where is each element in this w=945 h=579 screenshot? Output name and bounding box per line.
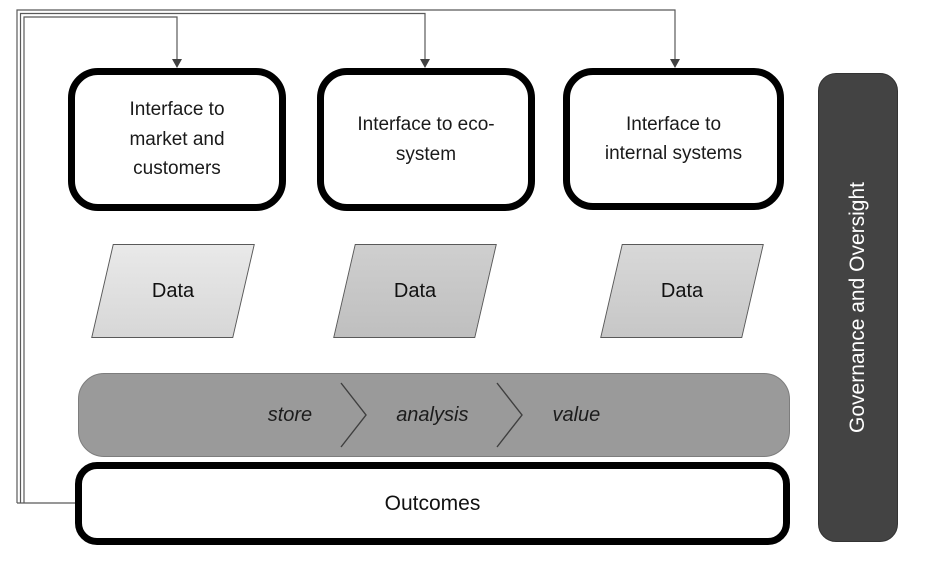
process-step-analysis: analysis: [396, 403, 469, 426]
data-label: Data: [660, 279, 704, 302]
interface-eco-system-label: Interface to eco-system: [357, 114, 495, 165]
interface-market-customers-label: Interface to market and customers: [129, 99, 225, 180]
governance-oversight-label: Governance and Oversight: [846, 182, 869, 433]
outcomes-box: Outcomes: [75, 462, 790, 545]
interface-internal-systems-label: Interface to internal systems: [604, 113, 743, 164]
data-label: Data: [151, 279, 195, 302]
data-parallelogram-market: Data: [91, 244, 255, 338]
chevron-right-icon: [340, 382, 368, 448]
process-bar: store analysis value: [78, 373, 790, 457]
process-step-store: store: [267, 403, 313, 426]
data-parallelogram-eco: Data: [333, 244, 497, 338]
process-step-value: value: [552, 403, 601, 426]
interface-internal-systems-box: Interface to internal systems: [563, 68, 784, 210]
connector-to-eco-system: [19, 12, 426, 503]
outcomes-label: Outcomes: [384, 491, 481, 515]
arrowhead-icon: [670, 59, 680, 68]
interface-market-customers-box: Interface to market and customers: [68, 68, 286, 211]
data-parallelogram-internal: Data: [600, 244, 764, 338]
arrowhead-icon: [172, 59, 182, 68]
data-label: Data: [393, 279, 437, 302]
arrowhead-icon: [420, 59, 430, 68]
interface-eco-system-box: Interface to eco-system: [317, 68, 535, 211]
governance-oversight-bar: Governance and Oversight: [818, 73, 898, 542]
connector-to-internal-systems: [16, 9, 676, 503]
chevron-right-icon: [496, 382, 524, 448]
connector-to-market-customers: [23, 16, 178, 503]
